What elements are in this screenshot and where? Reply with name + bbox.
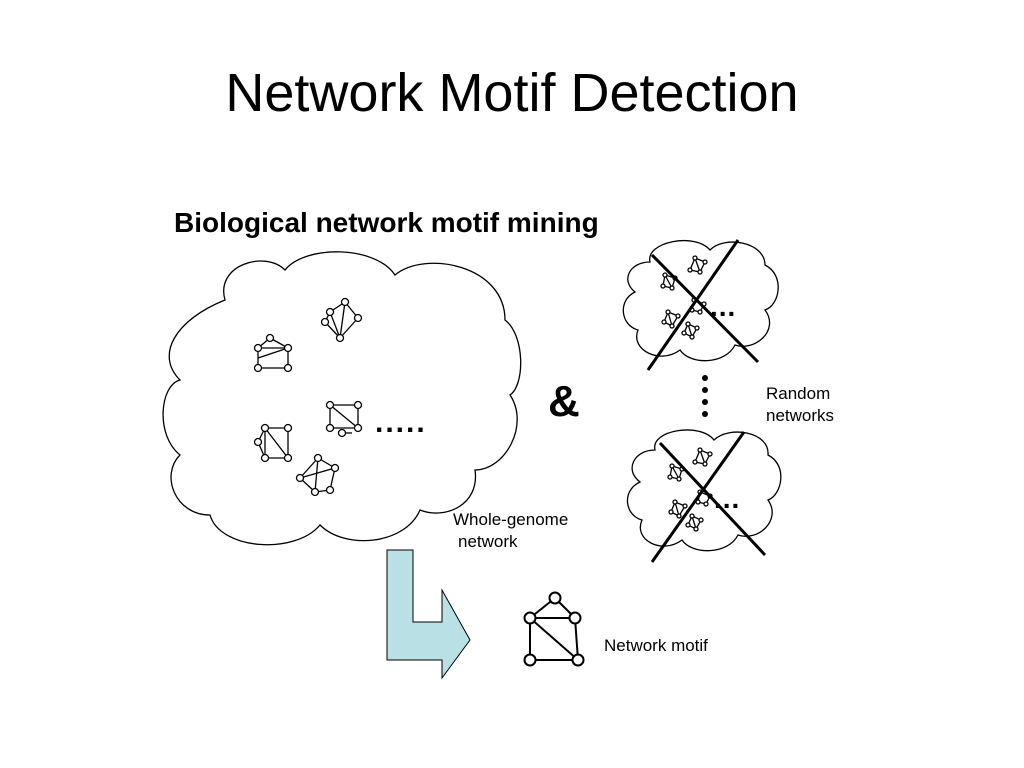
subgraph-1 (253, 333, 293, 373)
cross-line-2b (658, 441, 767, 557)
subgraph-5 (295, 453, 340, 497)
network-motif-graph (523, 591, 585, 667)
subgraph-3 (325, 400, 363, 438)
random-networks-label-line2: networks (766, 406, 834, 425)
result-arrow (386, 549, 471, 680)
random-subgraphs-1 (660, 255, 708, 340)
whole-genome-cloud (162, 251, 522, 546)
cross-line-1a (646, 239, 740, 371)
figure-heading: Biological network motif mining (174, 207, 599, 238)
cross-line-1b (650, 253, 760, 364)
slide-title: Network Motif Detection (225, 63, 799, 123)
subgraph-2 (320, 297, 363, 343)
ellipsis-main: ..... (375, 406, 427, 439)
whole-genome-label-line2: network (458, 532, 518, 551)
ellipsis-random-2: ... (714, 483, 740, 514)
random-network-cloud-1 (622, 240, 779, 362)
cross-line-2a (650, 431, 746, 563)
network-motif-label: Network motif (604, 636, 708, 655)
subgraph-4 (253, 423, 293, 463)
whole-genome-label: Whole-genome (453, 510, 568, 529)
ampersand: & (548, 377, 580, 426)
random-networks-label: Random (766, 384, 830, 403)
vertical-ellipsis (702, 375, 708, 417)
